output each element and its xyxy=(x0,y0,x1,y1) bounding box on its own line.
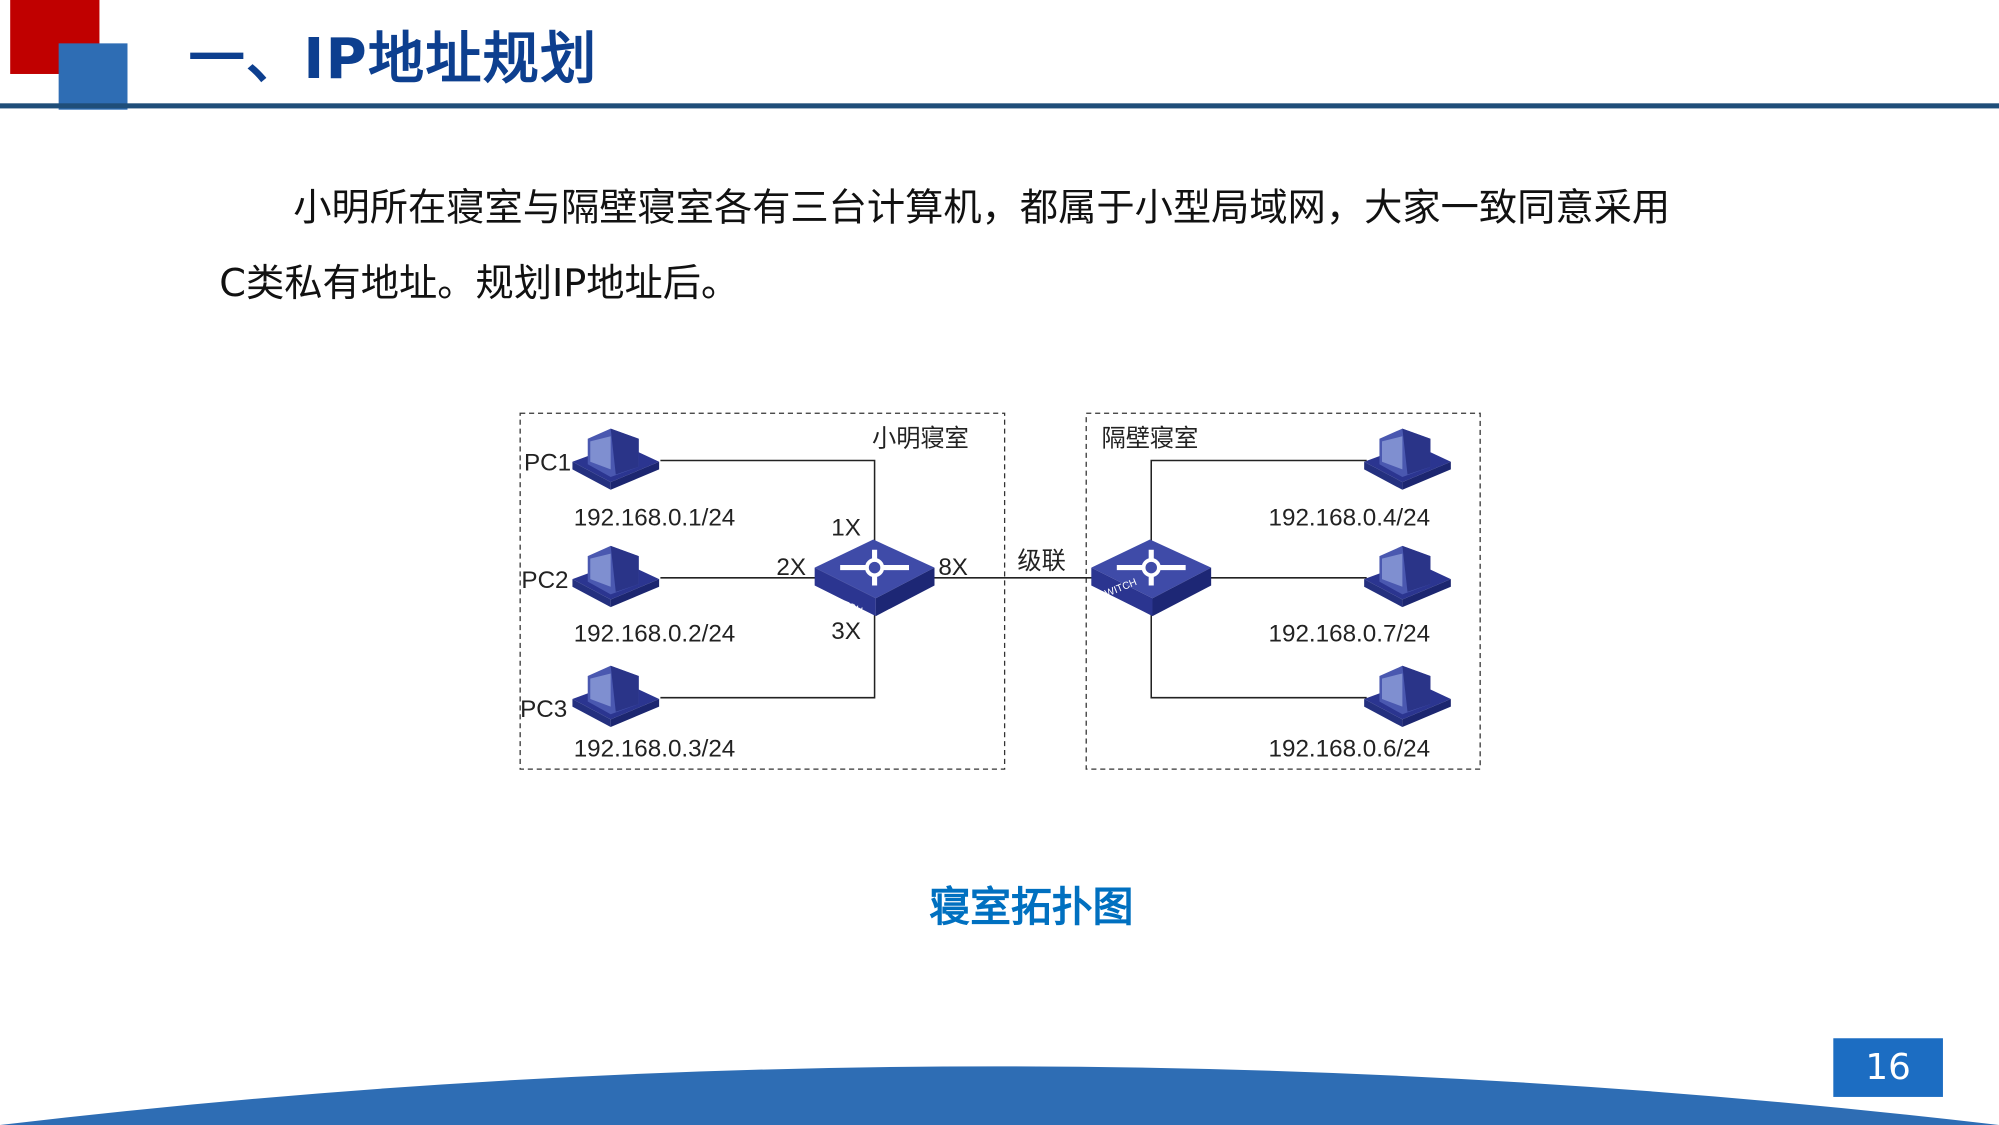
pc6-ip: 192.168.0.6/24 xyxy=(1269,735,1431,762)
links xyxy=(660,459,1367,699)
pc3-ip: 192.168.0.3/24 xyxy=(574,735,736,762)
pc3-computer-icon xyxy=(572,665,660,728)
port-8x: 8X xyxy=(938,554,968,581)
pc1-label: PC1 xyxy=(524,450,571,477)
pc3-label: PC3 xyxy=(520,696,567,723)
left-room-box xyxy=(519,412,1006,770)
port-1x: 1X xyxy=(831,515,861,542)
pc4-ip: 192.168.0.4/24 xyxy=(1269,505,1431,532)
header-divider xyxy=(0,103,1999,109)
pc5-computer-icon xyxy=(1364,545,1451,608)
left-room-label: 小明寝室 xyxy=(872,425,969,452)
paragraph-line-2: C类私有地址。规划IP地址后。 xyxy=(219,261,740,307)
port-2x: 2X xyxy=(776,554,806,581)
blue-decor-square xyxy=(58,43,128,110)
pc6-computer-icon xyxy=(1364,665,1451,728)
diagram-caption: 寝室拓扑图 xyxy=(929,882,1134,932)
page-number: 16 xyxy=(1833,1038,1943,1097)
right-room-box xyxy=(1085,412,1481,770)
cascade-label: 级联 xyxy=(1017,548,1065,575)
pc5-ip: 192.168.0.7/24 xyxy=(1269,621,1431,648)
pc2-label: PC2 xyxy=(521,567,568,594)
paragraph-line-1: 小明所在寝室与隔壁寝室各有三台计算机，都属于小型局域网，大家一致同意采用 xyxy=(293,186,1671,231)
port-3x: 3X xyxy=(831,618,861,645)
page-title: 一、IP地址规划 xyxy=(188,26,598,92)
right-switch-icon xyxy=(1091,540,1211,617)
pc2-computer-icon xyxy=(572,545,660,608)
pc4-computer-icon xyxy=(1364,428,1451,490)
pc1-ip: 192.168.0.1/24 xyxy=(574,505,736,532)
pc2-ip: 192.168.0.2/24 xyxy=(574,621,736,648)
pc1-computer-icon xyxy=(572,428,660,490)
right-room-label: 隔壁寝室 xyxy=(1102,425,1199,452)
